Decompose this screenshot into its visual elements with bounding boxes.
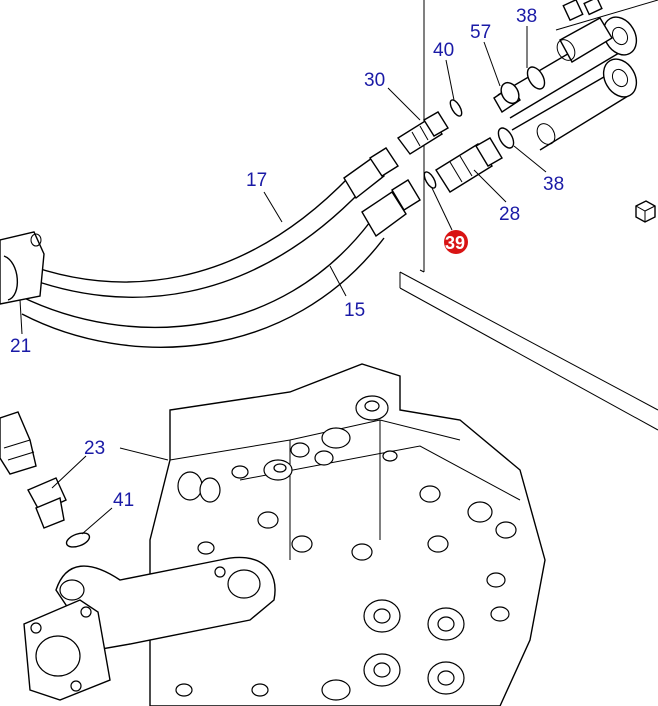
control-valve-block bbox=[149, 363, 546, 706]
callout-23: 23 bbox=[84, 438, 105, 459]
callout-28: 28 bbox=[499, 204, 520, 225]
callout-15: 15 bbox=[344, 300, 365, 321]
callout-21: 21 bbox=[10, 336, 31, 357]
o-ring-38-upper bbox=[526, 66, 546, 90]
fitting-23 bbox=[27, 477, 67, 529]
plug-57 bbox=[493, 81, 521, 113]
elbow-pipe-flange bbox=[23, 556, 276, 701]
callout-17: 17 bbox=[246, 170, 267, 191]
pipe-lower bbox=[511, 58, 638, 151]
fitting-left-upper bbox=[0, 411, 37, 475]
callout-41: 41 bbox=[113, 490, 134, 511]
adapter-30 bbox=[396, 111, 449, 155]
cube-fitting bbox=[635, 200, 656, 223]
small-bolts-top bbox=[562, 0, 603, 22]
o-ring-38-lower bbox=[497, 127, 515, 149]
callout-38-lower: 38 bbox=[543, 174, 564, 195]
callout-57: 57 bbox=[470, 22, 491, 43]
callout-40: 40 bbox=[433, 40, 454, 61]
pipe-upper bbox=[497, 16, 638, 119]
o-ring-41 bbox=[65, 532, 91, 548]
hose-17 bbox=[19, 147, 399, 298]
leader-lines bbox=[19, 26, 547, 535]
callout-38-upper: 38 bbox=[516, 6, 537, 27]
hose-15 bbox=[19, 179, 421, 348]
o-ring-39 bbox=[423, 171, 437, 189]
highlight-marker bbox=[444, 230, 468, 254]
callout-39-text: 39 bbox=[445, 233, 465, 253]
callout-30: 30 bbox=[364, 70, 385, 91]
adapter-28 bbox=[435, 137, 503, 193]
callout-39-highlighted[interactable]: 39 bbox=[444, 230, 468, 254]
o-ring-40 bbox=[449, 99, 463, 117]
clamp-21 bbox=[0, 231, 45, 305]
